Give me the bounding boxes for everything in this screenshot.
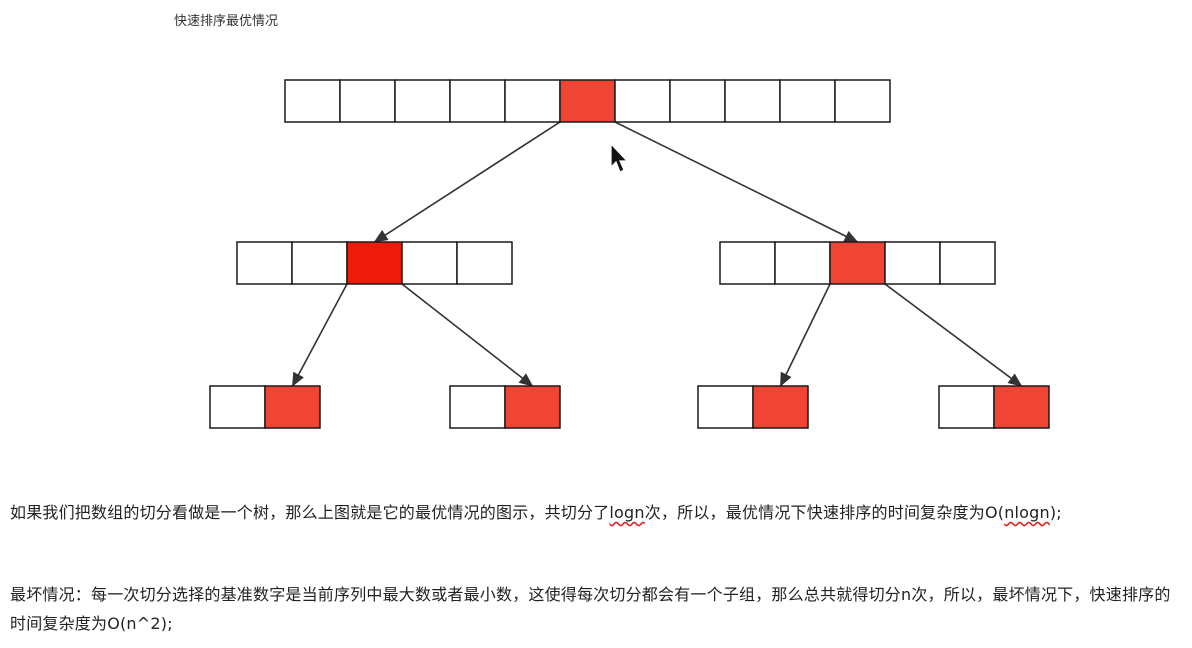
pivot-cell (829, 241, 886, 285)
array-cell (779, 79, 836, 123)
array-cell (401, 241, 458, 285)
array-cell (939, 241, 996, 285)
array-cell (456, 241, 513, 285)
split-arrow (291, 283, 348, 387)
array-cell (291, 241, 348, 285)
arrows-layer (291, 121, 1023, 387)
array-cell (938, 385, 995, 429)
array-cell (394, 79, 451, 123)
array-cell (884, 241, 941, 285)
split-arrow (884, 283, 1023, 387)
array-cell (339, 79, 396, 123)
array-cell (834, 79, 891, 123)
array-cell (284, 79, 341, 123)
pivot-cell (346, 241, 403, 285)
array-cell (774, 241, 831, 285)
split-arrow (373, 121, 561, 243)
array-L0-0 (284, 79, 891, 123)
best-case-paragraph: 如果我们把数组的切分看做是一个树，那么上图就是它的最优情况的图示，共切分了log… (10, 498, 1185, 527)
split-arrow (779, 283, 831, 387)
array-L1-1 (719, 241, 996, 285)
worst-case-paragraph: 最坏情况：每一次切分选择的基准数字是当前序列中最大数或者最小数，这使得每次切分都… (10, 585, 1171, 633)
array-cell (697, 385, 754, 429)
array-cell (724, 79, 781, 123)
cells-layer (209, 79, 1050, 429)
best-case-nlogn: nlogn (1004, 503, 1050, 522)
array-L2-3 (938, 385, 1050, 429)
array-L2-0 (209, 385, 321, 429)
pivot-cell (993, 385, 1050, 429)
mouse-cursor-icon (610, 143, 629, 173)
best-case-logn: logn (609, 503, 645, 522)
best-case-text-1: 如果我们把数组的切分看做是一个树，那么上图就是它的最优情况的图示，共切分了 (10, 503, 610, 522)
array-L2-1 (449, 385, 561, 429)
array-cell (719, 241, 776, 285)
best-case-text-2: 次，所以，最优情况下快速排序的时间复杂度为O( (644, 503, 1005, 522)
array-cell (449, 385, 506, 429)
array-L1-0 (236, 241, 513, 285)
best-case-text-3: ); (1049, 503, 1062, 522)
page-title: 快速排序最优情况 (174, 14, 279, 29)
array-cell (236, 241, 293, 285)
array-cell (504, 79, 561, 123)
split-arrow (401, 283, 534, 387)
pivot-cell (559, 79, 616, 123)
pivot-cell (504, 385, 561, 429)
array-cell (449, 79, 506, 123)
array-cell (614, 79, 671, 123)
array-cell (669, 79, 726, 123)
pivot-cell (752, 385, 809, 429)
array-L2-2 (697, 385, 809, 429)
split-arrow (614, 121, 859, 243)
quicksort-tree-diagram (209, 79, 1050, 429)
array-cell (209, 385, 266, 429)
pivot-cell (264, 385, 321, 429)
